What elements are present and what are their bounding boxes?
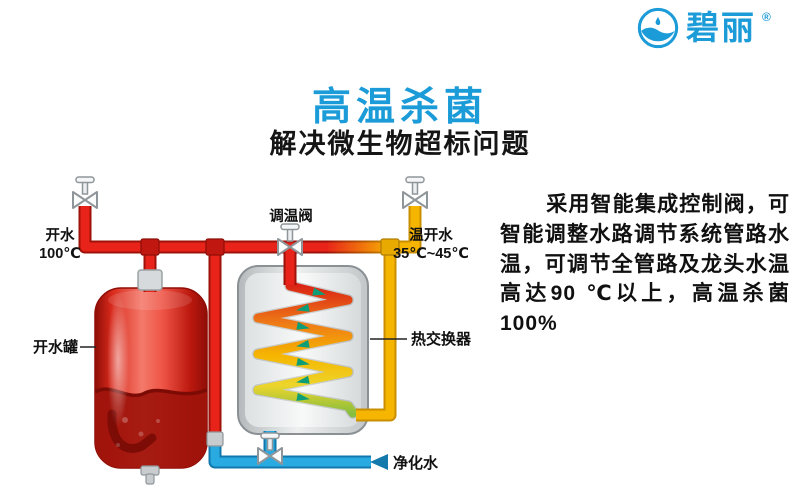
coil-flow-arrow-icon [296, 321, 310, 330]
label-heat-exchanger: 热交换器 [411, 330, 472, 348]
warm-water-valve-icon [402, 176, 428, 209]
inlet-flow-arrow-icon [370, 454, 388, 470]
coil-flow-arrows [296, 287, 326, 401]
coil-flow-arrow-icon [296, 303, 310, 312]
brand-logo-icon [637, 7, 679, 49]
pipe-fitting [380, 238, 400, 256]
boiling-water-tank [94, 287, 208, 485]
page-subtitle: 解决微生物超标问题 [269, 129, 531, 159]
label-temp-valve: 调温阀 [269, 207, 313, 225]
coil-flow-arrow-icon [296, 339, 310, 348]
brand-logo: 碧丽 ® [636, 6, 771, 50]
pipe-fitting [205, 238, 225, 256]
label-boiling-temp: 100℃ [39, 246, 81, 262]
label-tank: 开水罐 [33, 338, 78, 356]
pipe-fitting [140, 238, 160, 256]
exchanger-coil [252, 280, 359, 419]
pipe-fittings [137, 238, 400, 447]
pipe-fitting [206, 431, 224, 447]
description-text: 采用智能集成控制阀，可智能调整水路调节系统管路水温，可调节全管路及龙头水温高达9… [500, 193, 790, 336]
label-warm-temp: 35℃~45℃ [393, 246, 469, 262]
label-boiling-water: 开水 [46, 226, 75, 244]
purified-water-pipe [208, 431, 371, 469]
boiling-water-valve-icon [72, 176, 98, 209]
brand-name: 碧丽 [686, 9, 756, 46]
tank-inlet-fitting [137, 269, 163, 291]
page-title: 高温杀菌 [311, 86, 488, 129]
coil-flow-arrow-icon [296, 357, 310, 366]
label-purified-water: 净化水 [393, 454, 439, 472]
registered-mark: ® [762, 10, 771, 24]
label-warm-water: 温开水 [409, 226, 453, 244]
coil-flow-arrow-icon [312, 287, 326, 296]
coil-flow-arrow-icon [296, 393, 310, 401]
coil-flow-arrow-icon [296, 375, 310, 384]
